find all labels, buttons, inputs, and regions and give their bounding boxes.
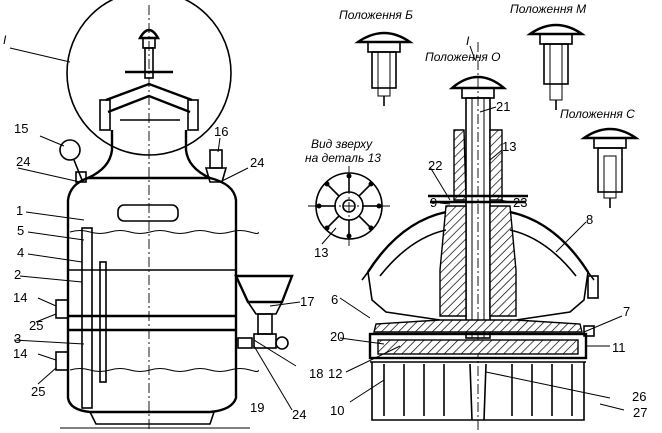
- label-25-lower: 25: [31, 384, 45, 399]
- pressure-gauge: [59, 139, 87, 183]
- label-23: 23: [513, 195, 527, 210]
- label-24-right: 24: [250, 155, 264, 170]
- label-14-lower: 14: [13, 346, 27, 361]
- label-27: 27: [633, 405, 647, 420]
- caption-top-view-2: на деталь 13: [305, 151, 381, 165]
- label-9: 9: [430, 195, 437, 210]
- label-6: 6: [331, 292, 338, 307]
- valve-cap: [448, 75, 508, 90]
- lid-lower-plate: [373, 319, 583, 333]
- lid-section-drawing: [361, 42, 599, 432]
- label-11: 11: [612, 340, 626, 355]
- lid-rib: [361, 269, 595, 321]
- label-17: 17: [300, 294, 314, 309]
- label-24-left: 24: [16, 154, 30, 169]
- detail-mark-left: I: [3, 33, 7, 47]
- label-2: 2: [14, 267, 21, 282]
- vessel-base: [89, 411, 215, 425]
- lid-handle: [117, 204, 179, 222]
- label-13-main: 13: [502, 139, 516, 154]
- part13-top-view: [308, 166, 390, 246]
- label-1: 1: [16, 203, 23, 218]
- water-gauge-tube: [81, 227, 93, 409]
- label-12: 12: [328, 366, 342, 381]
- label-3: 3: [14, 331, 21, 346]
- caption-position-m: Положення М: [510, 2, 586, 16]
- position-c-inset: [580, 127, 640, 208]
- label-19: 19: [250, 400, 264, 415]
- filling-funnel: [234, 274, 294, 350]
- label-15: 15: [14, 121, 28, 136]
- label-18: 18: [309, 366, 323, 381]
- caption-position-b: Положення Б: [339, 8, 413, 22]
- caption-top-view-1: Вид зверху: [311, 137, 373, 151]
- side-valve-lower: [55, 351, 69, 371]
- label-20: 20: [330, 329, 344, 344]
- label-25-upper: 25: [29, 318, 43, 333]
- label-14-upper: 14: [13, 290, 27, 305]
- label-22: 22: [428, 158, 442, 173]
- label-26: 26: [632, 389, 646, 404]
- caption-position-o: Положення О: [425, 50, 501, 64]
- label-4: 4: [17, 245, 24, 260]
- side-valve-upper: [55, 299, 69, 319]
- vessel-body: [66, 176, 238, 414]
- top-valve: [99, 28, 199, 131]
- inner-rack: [371, 362, 585, 421]
- label-5: 5: [17, 223, 24, 238]
- lid-hub: [439, 205, 467, 317]
- lid-dome-outer: [366, 210, 590, 273]
- label-7: 7: [623, 304, 630, 319]
- label-21: 21: [496, 99, 510, 114]
- seal-ring: [377, 339, 579, 355]
- label-8: 8: [586, 212, 593, 227]
- caption-position-c: Положення С: [560, 107, 635, 121]
- vessel-drawing: [55, 0, 294, 432]
- vessel-neck: [87, 130, 211, 180]
- position-b-inset: [354, 31, 414, 106]
- position-m-inset: [526, 23, 586, 110]
- leader-lines: [9, 45, 625, 411]
- detail-mark-right: I: [466, 34, 470, 48]
- label-13-topview: 13: [314, 245, 328, 260]
- safety-valve: [204, 149, 228, 183]
- label-24-bottom: 24: [292, 407, 306, 422]
- label-10: 10: [330, 403, 344, 418]
- label-16: 16: [214, 124, 228, 139]
